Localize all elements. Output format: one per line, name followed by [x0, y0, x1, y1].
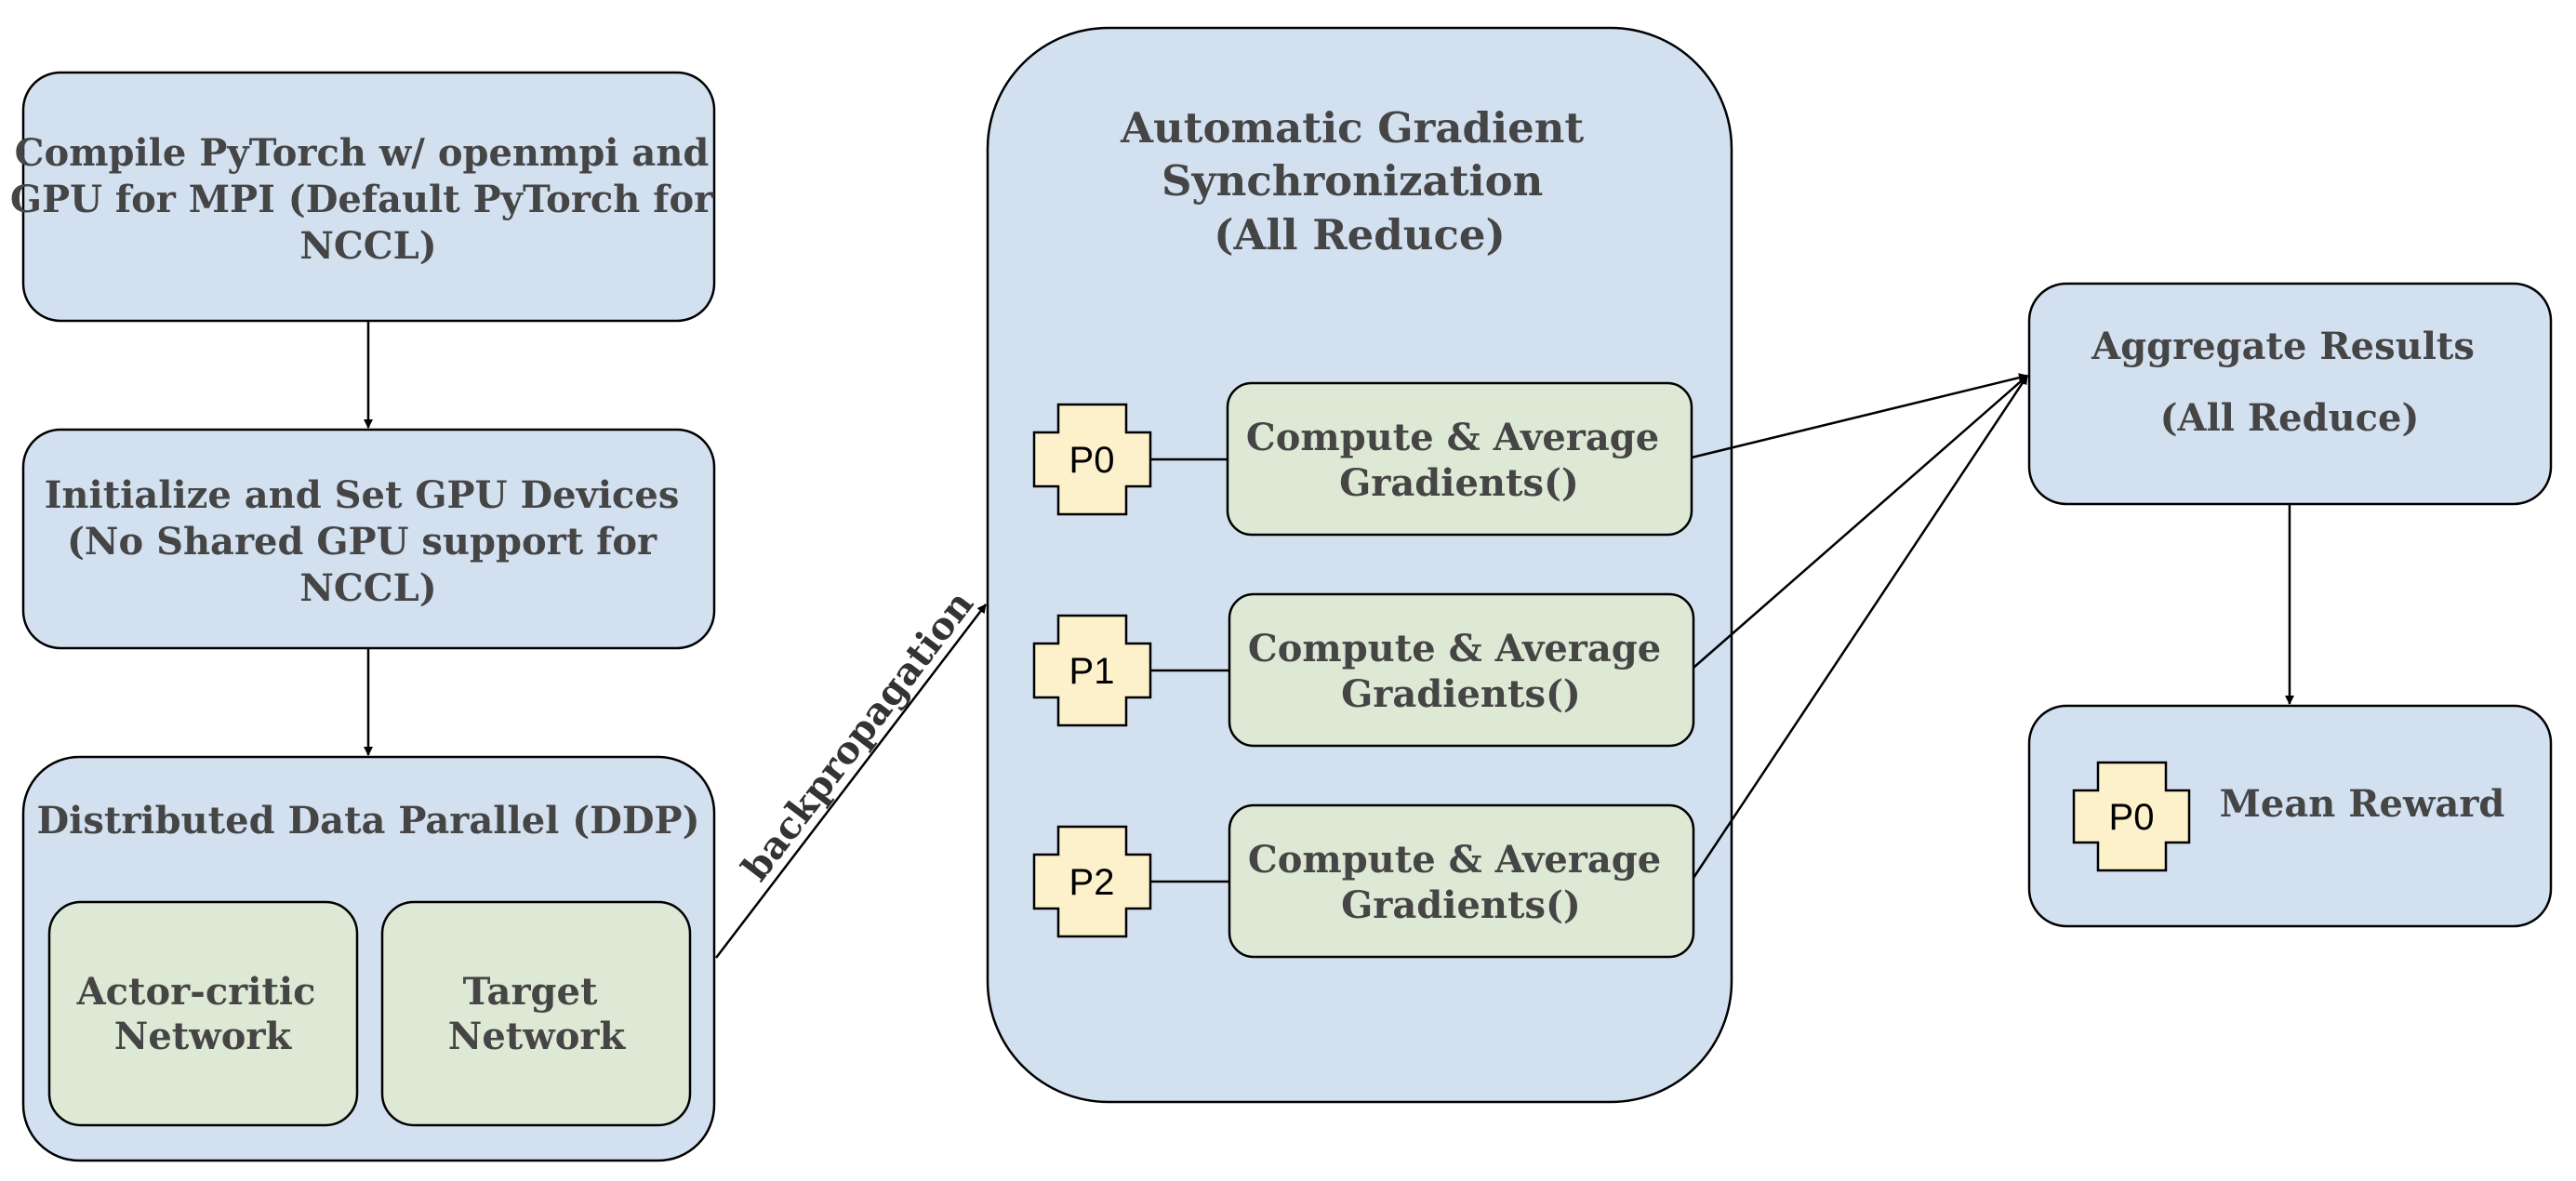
aggregate-label: Aggregate Results (All Reduce) — [2091, 325, 2488, 440]
mean-reward-node: P0 Mean Reward — [2027, 704, 2553, 928]
process-label-p0: P0 — [1069, 440, 1115, 481]
compute-label-p0: Compute & Average Gradients() — [1246, 416, 1672, 505]
process-row-p1: P1 Compute & Average Gradients() — [1032, 592, 1695, 748]
compile-label: Compile PyTorch w/ openmpi and GPU for M… — [10, 131, 726, 268]
compute-box-p1 — [1228, 592, 1695, 748]
process-cross-p1 — [1032, 614, 1152, 727]
process-label-p1: P1 — [1069, 651, 1115, 692]
process-row-p2: P2 Compute & Average Gradients() — [1032, 803, 1695, 959]
initialize-label: Initialize and Set GPU Devices (No Share… — [45, 473, 693, 610]
process-cross-p2 — [1032, 825, 1152, 938]
arrow-p0-to-aggregate — [1691, 373, 2028, 459]
process-row-p0: P0 Compute & Average Gradients() — [1032, 381, 1693, 537]
target-network-label: Target Network — [448, 970, 627, 1058]
sync-node: Automatic Gradient Synchronization (All … — [986, 26, 1733, 1104]
arrow-p2-to-aggregate — [1692, 375, 2029, 879]
ddp-node: Distributed Data Parallel (DDP) Actor-cr… — [21, 755, 716, 1162]
compile-node: Compile PyTorch w/ openmpi and GPU for M… — [10, 71, 726, 323]
compute-box-p0 — [1226, 381, 1693, 537]
aggregate-box — [2027, 282, 2553, 506]
actor-critic-label: Actor-critic Network — [76, 970, 329, 1058]
ddp-title: Distributed Data Parallel (DDP) — [36, 799, 699, 843]
arrow-p1-to-aggregate — [1693, 375, 2028, 669]
arrow-backpropagation — [715, 604, 987, 959]
process-cross-p0 — [1032, 403, 1152, 516]
process-label-p2: P2 — [1069, 862, 1115, 903]
aggregate-node: Aggregate Results (All Reduce) — [2027, 282, 2553, 506]
target-network-box — [380, 900, 692, 1127]
initialize-node: Initialize and Set GPU Devices (No Share… — [21, 428, 716, 650]
mean-reward-process-cross — [2072, 761, 2191, 872]
sync-title: Automatic Gradient Synchronization (All … — [1120, 103, 1599, 259]
backpropagation-label: backpropagation — [734, 583, 982, 890]
mean-reward-process-label: P0 — [2109, 797, 2155, 838]
actor-critic-box — [47, 900, 359, 1127]
compute-label-p2: Compute & Average Gradients() — [1248, 838, 1674, 927]
mean-reward-label: Mean Reward — [2220, 782, 2505, 826]
compute-box-p2 — [1228, 803, 1695, 959]
compute-label-p1: Compute & Average Gradients() — [1248, 627, 1674, 716]
